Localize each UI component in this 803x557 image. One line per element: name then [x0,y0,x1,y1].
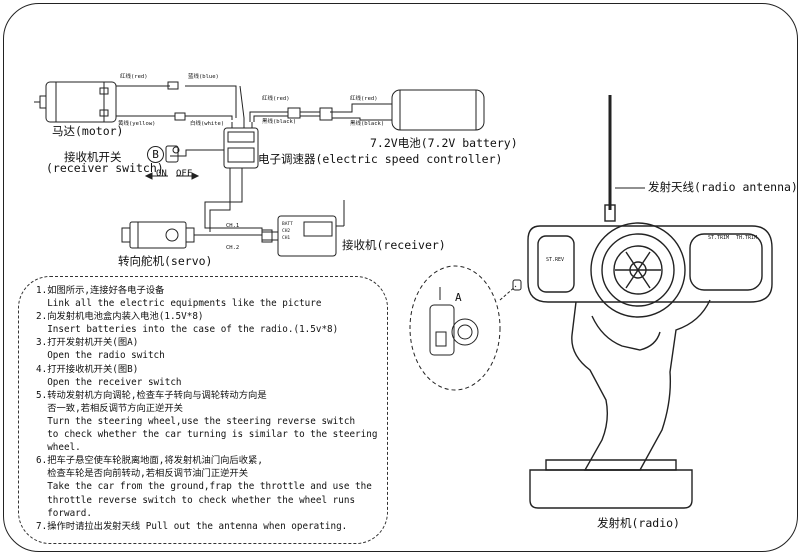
motor-wire-white-label: 白线(white) [190,121,225,127]
esc-wire-red-label: 红线(red) [262,96,290,102]
receiver-label: 接收机(receiver) [342,238,446,252]
instruction-step: 6.把车子悬空使车轮脱离地面,将发射机油门向后收紧, 检查车轮是否向前转动,若相… [36,454,381,519]
instruction-zh: 1.如图所示,连接好各电子设备 [36,285,165,296]
motor-wire-blue-label: 蓝线(blue) [188,74,219,80]
instruction-step: 5.转动发射机方向调轮,检查车子转向与调轮转动方向是 否一致,若相反调节方向正逆… [36,389,381,454]
esc-wire-black-label: 黑线(black) [262,119,297,125]
motor-label: 马达(motor) [52,124,124,138]
instruction-en: Take the car from the ground,frap the th… [47,481,372,519]
instruction-en: Turn the steering wheel,use the steering… [47,415,378,454]
motor-drawing [34,81,117,123]
instruction-step: 4.打开接收机开关(图B) Open the receiver switch [36,363,381,389]
instruction-en: Open the receiver switch [36,376,182,388]
battery-wire-red-label: 红线(red) [350,96,378,102]
instruction-step: 2.向发射机电池盒内装入电池(1.5V*8) Insert batteries … [36,310,381,336]
callout-a-drawing [409,265,522,391]
radio-drawing [527,95,773,509]
radio-panel-right-label: TH.TRIM [736,235,758,241]
instruction-step: 7.操作时请拉出发射天线 Pull out the antenna when o… [36,520,381,533]
battery-label: 7.2V电池(7.2V battery) [370,136,518,150]
servo-drawing [121,221,195,249]
receiver-panel-line-1: BATT [282,222,293,227]
instruction-en: Link all the electric equipments like th… [36,298,322,310]
receiver-ch1-label: CH.1 [226,223,240,229]
switch-on-label: ON [156,169,167,179]
servo-label: 转向舵机(servo) [118,254,213,268]
receiver-drawing [277,200,345,257]
battery-wire-black-label: 黑线(black) [350,121,385,127]
receiver-panel-line-3: CH1 [282,236,291,241]
radio-antenna-label: 发射天线(radio antenna) [648,180,798,194]
receiver-switch-label-zh: 接收机开关 [64,150,122,164]
motor-wire-yellow-label: 黄线(yellow) [118,121,156,127]
instruction-zh: 4.打开接收机开关(图B) [36,363,139,375]
instruction-zh: 2.向发射机电池盒内装入电池(1.5V*8) [36,311,204,323]
motor-wire-red-label: 红线(red) [120,74,148,80]
instruction-list: 1.如图所示,连接好各电子设备 Link all the electric eq… [36,284,381,533]
instruction-en: Open the radio switch [36,350,165,362]
radio-panel-left-label: ST.TRIM [708,235,730,241]
callout-a: A [455,291,462,304]
switch-off-label: OFF [176,169,193,179]
instruction-zh: 7.操作时请拉出发射天线 Pull out the antenna when o… [36,520,348,532]
battery-drawing [391,89,485,131]
instruction-step: 3.打开发射机开关(图A) Open the radio switch [36,336,381,362]
instruction-step: 1.如图所示,连接好各电子设备 Link all the electric eq… [36,284,381,310]
instructions-panel [18,276,388,544]
instruction-en: Insert batteries into the case of the ra… [36,324,339,336]
receiver-panel-line-2: CH2 [282,229,291,234]
instruction-zh: 6.把车子悬空使车轮脱离地面,将发射机油门向后收紧, 检查车轮是否向前转动,若相… [36,455,263,480]
esc-label: 电子调速器(electric speed controller) [258,152,503,166]
esc-drawing [223,118,259,169]
instruction-zh: 5.转动发射机方向调轮,检查车子转向与调轮转动方向是 否一致,若相反调节方向正逆… [36,389,267,414]
radio-steer-rev-label: ST.REV [546,257,565,263]
page-border [3,3,798,552]
callout-b: B [147,146,164,163]
receiver-switch-label-en: (receiver switch) [46,161,164,175]
instruction-zh: 3.打开发射机开关(图A) [36,337,139,349]
receiver-ch2-label: CH.2 [226,245,240,251]
radio-label: 发射机(radio) [597,516,680,530]
